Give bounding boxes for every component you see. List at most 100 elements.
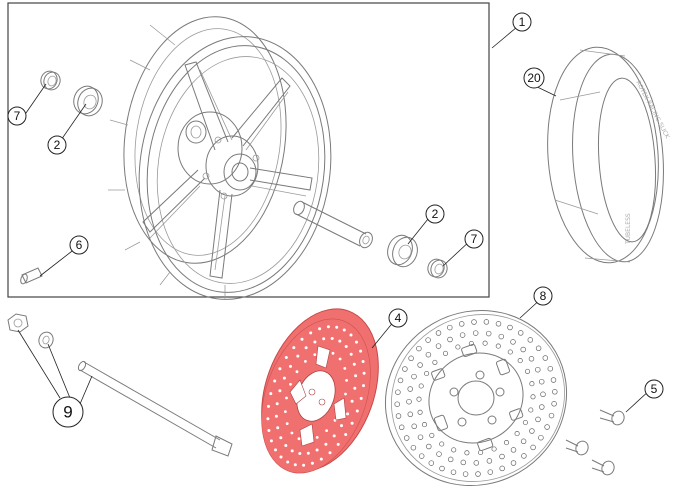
disc-drill-hole [447, 336, 453, 343]
disc-drill-hole [464, 450, 470, 456]
disc-drill-hole [332, 434, 336, 438]
callout-brake-disc-highlighted: 4 [388, 308, 408, 328]
disc-drill-hole [458, 321, 465, 327]
disc-drill-hole [421, 422, 428, 428]
disc-drill-hole [304, 360, 307, 363]
callout-brake-disc: 8 [533, 286, 553, 306]
disc-drill-hole [439, 441, 445, 447]
disc-bolt[interactable] [565, 409, 626, 476]
disc-drill-hole [462, 471, 469, 477]
disc-drill-hole [335, 325, 339, 329]
bearing-left[interactable] [70, 83, 106, 120]
disc-drill-hole [355, 340, 358, 344]
disc-drill-hole [273, 379, 277, 383]
disc-drill-hole [289, 364, 292, 368]
disc-drill-hole [306, 451, 310, 455]
disc-drill-hole [548, 412, 555, 419]
disc-drill-hole [398, 424, 405, 431]
disc-drill-hole [507, 324, 513, 331]
disc-drill-hole [349, 333, 353, 337]
disc-drill-hole [528, 407, 534, 413]
spacer-tube[interactable] [292, 200, 375, 250]
disc-drill-hole [529, 428, 535, 434]
disc-drill-hole [290, 449, 294, 453]
disc-drill-hole [485, 330, 492, 337]
disc-drill-hole [426, 443, 432, 450]
disc-drill-hole [520, 438, 527, 445]
disc-drill-hole [344, 345, 348, 348]
disc-drill-hole [416, 396, 422, 402]
callout-label: 2 [432, 207, 439, 221]
disc-drill-hole [471, 319, 477, 325]
disc-drill-hole [295, 370, 299, 374]
disc-drill-hole [447, 456, 454, 463]
disc-drill-hole [361, 360, 365, 363]
disc-drill-hole [429, 432, 435, 438]
disc-drill-hole [455, 344, 461, 350]
disc-drill-hole [530, 444, 536, 451]
disc-drill-hole [315, 448, 319, 452]
disc-drill-hole [475, 471, 481, 477]
axle-washer[interactable] [37, 330, 56, 350]
disc-drill-hole [503, 440, 510, 446]
disc-drill-hole [266, 417, 270, 421]
disc-drill-hole [408, 355, 414, 362]
disc-drill-hole [344, 433, 348, 436]
disc-drill-hole [468, 340, 474, 347]
brake-disc[interactable] [353, 278, 598, 498]
disc-drill-hole [473, 460, 480, 466]
disc-drill-hole [269, 439, 273, 443]
disc-drill-hole [535, 345, 542, 352]
disc-drill-hole [274, 414, 278, 418]
disc-drill-hole [302, 463, 306, 467]
disc-drill-hole [336, 442, 340, 446]
disc-drill-hole [544, 424, 550, 430]
bearing-right[interactable] [384, 232, 422, 270]
disc-drill-hole [499, 453, 505, 460]
axle-nut[interactable] [7, 313, 29, 333]
disc-drill-hole [289, 382, 292, 386]
disc-drill-hole [542, 355, 549, 361]
callout-label: 9 [63, 403, 72, 422]
disc-drill-hole [535, 416, 541, 423]
disc-drill-hole [402, 366, 408, 372]
disc-drill-hole [482, 340, 488, 346]
disc-drill-hole [410, 444, 417, 451]
seal-left[interactable] [38, 69, 62, 92]
disc-drill-hole [309, 331, 313, 335]
disc-drill-hole [319, 457, 323, 461]
callout-seal-right: 7 [464, 229, 484, 249]
disc-drill-hole [486, 458, 493, 464]
disc-drill-hole [395, 413, 402, 419]
axle-shaft[interactable] [77, 360, 233, 457]
valve-stem[interactable] [19, 267, 43, 285]
disc-drill-hole [425, 351, 432, 358]
disc-drill-hole [325, 429, 328, 432]
wheel-rim[interactable] [108, 6, 347, 312]
tire[interactable]: ROTEX RACING SLICK TUBELESS [541, 43, 672, 266]
disc-drill-hole [510, 447, 517, 453]
disc-drill-hole [285, 396, 288, 400]
disc-drill-hole [344, 392, 347, 396]
disc-drill-hole [442, 350, 449, 356]
disc-drill-hole [342, 328, 346, 332]
disc-drill-hole [527, 337, 534, 343]
disc-drill-hole [297, 437, 301, 441]
disc-drill-hole [278, 389, 282, 393]
callout-label: 7 [14, 109, 21, 123]
disc-drill-hole [407, 386, 413, 392]
seal-right[interactable] [425, 257, 449, 280]
disc-drill-hole [432, 359, 438, 365]
disc-drill-hole [362, 384, 365, 388]
disc-drill-hole [451, 447, 457, 453]
disc-drill-hole [417, 434, 424, 440]
brake-disc-highlighted[interactable] [241, 293, 400, 489]
disc-drill-hole [290, 431, 294, 435]
disc-drill-hole [300, 337, 304, 341]
disc-drill-hole [279, 436, 283, 440]
disc-drill-hole [435, 330, 442, 336]
disc-drill-hole [447, 324, 453, 331]
disc-drill-hole [547, 365, 554, 372]
disc-drill-hole [407, 411, 414, 418]
